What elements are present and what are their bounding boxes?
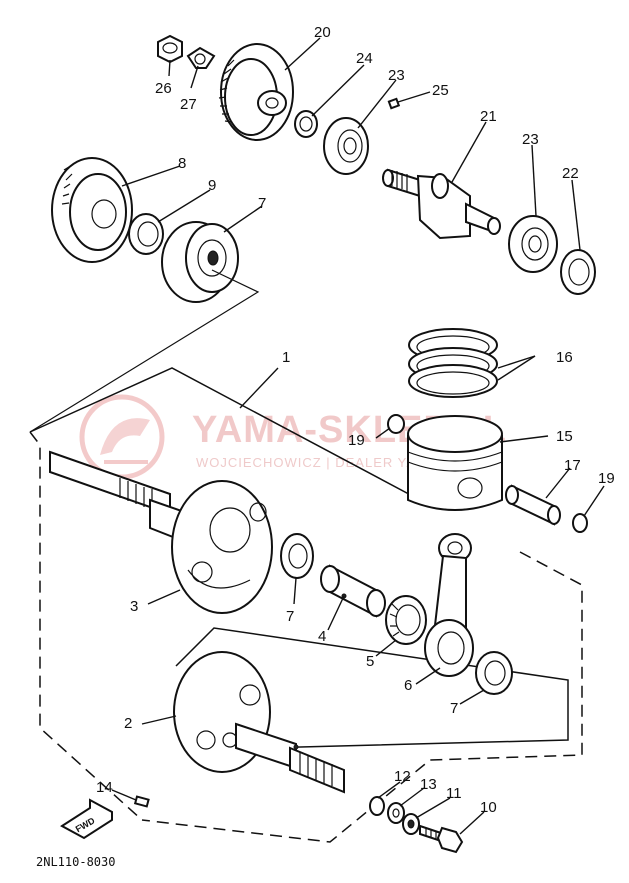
- callout-12: 11: [446, 785, 462, 802]
- part-washer-24: [294, 110, 318, 138]
- callout-22: 22: [562, 165, 579, 182]
- callout-16: 15: [556, 428, 573, 445]
- callout-19-right: 19: [598, 470, 615, 487]
- part-crank-pin-4: [320, 564, 386, 618]
- leader-lines: [111, 37, 605, 835]
- callout-26: 26: [155, 80, 172, 97]
- part-gear-20: [218, 43, 294, 141]
- callout-23-right: 23: [522, 131, 539, 148]
- callout-11: 10: [480, 799, 497, 816]
- part-piston-16: [407, 415, 503, 511]
- callout-5: 5: [366, 653, 374, 670]
- callout-19-left: 19: [348, 432, 365, 449]
- part-washer-12: [402, 813, 420, 835]
- watermark-logo: [79, 394, 165, 480]
- callout-20: 20: [314, 24, 331, 41]
- callout-6: 6: [404, 677, 412, 694]
- part-bolt-11: [419, 824, 464, 854]
- callout-labels: 20 24 23 25 21 23 22 26 27 8 9 7 16 1 19…: [96, 24, 615, 816]
- part-connecting-rod-6: [424, 533, 474, 677]
- part-gear-9: [51, 157, 133, 263]
- callout-9: 8: [178, 155, 186, 172]
- callout-18: 17: [564, 457, 581, 474]
- fwd-arrow-icon: FWD: [60, 798, 113, 840]
- part-nut-26: [157, 34, 183, 64]
- part-clip-19-left: [387, 414, 405, 434]
- callout-10: 9: [208, 177, 216, 194]
- callout-13: 12: [394, 768, 411, 785]
- part-piston-rings-17: [408, 328, 498, 398]
- part-seal-22: [560, 249, 596, 295]
- watermark-subtitle: WOJCIECHOWICZ | DEALER YAMAHA: [196, 455, 458, 470]
- callout-4: 4: [318, 628, 326, 645]
- callout-7-left: 7: [286, 608, 294, 625]
- callout-8: 7: [258, 195, 266, 212]
- part-bearing-8: [161, 221, 239, 303]
- part-washer-10: [128, 213, 164, 255]
- part-needle-bearing-5: [385, 595, 427, 645]
- callout-15: 14: [96, 779, 113, 796]
- callout-21: 21: [480, 108, 497, 125]
- callout-27: 27: [180, 96, 197, 113]
- callout-14: 13: [420, 776, 437, 793]
- part-washer-14: [387, 802, 405, 824]
- part-balancer-shaft-21: [382, 168, 501, 240]
- part-bearing-23-upper: [323, 117, 369, 175]
- part-oring-13: [369, 796, 385, 816]
- assembly-box-1: [29, 367, 583, 843]
- part-piston-pin-18: [505, 484, 561, 526]
- part-lock-washer-27: [186, 46, 216, 69]
- part-shim-7-left: [280, 533, 314, 579]
- part-crank-half-3: [49, 450, 273, 614]
- leader-bearing-8: [29, 269, 260, 433]
- callout-1: 1: [282, 349, 290, 366]
- callout-2: 2: [124, 715, 132, 732]
- part-key-25: [387, 97, 401, 110]
- callout-24: 24: [356, 50, 373, 67]
- part-shim-7-right: [475, 651, 513, 695]
- diagram-code: 2NL110-8030: [36, 855, 115, 869]
- part-key-15: [133, 795, 150, 808]
- part-clip-19-right: [572, 513, 588, 533]
- callout-7-right: 7: [450, 700, 458, 717]
- callout-17: 16: [556, 349, 573, 366]
- part-bearing-23-right: [508, 215, 558, 273]
- callout-3: 3: [130, 598, 138, 615]
- part-crank-half-2: [173, 651, 345, 794]
- callout-25: 25: [432, 82, 449, 99]
- callout-23-upper: 23: [388, 67, 405, 84]
